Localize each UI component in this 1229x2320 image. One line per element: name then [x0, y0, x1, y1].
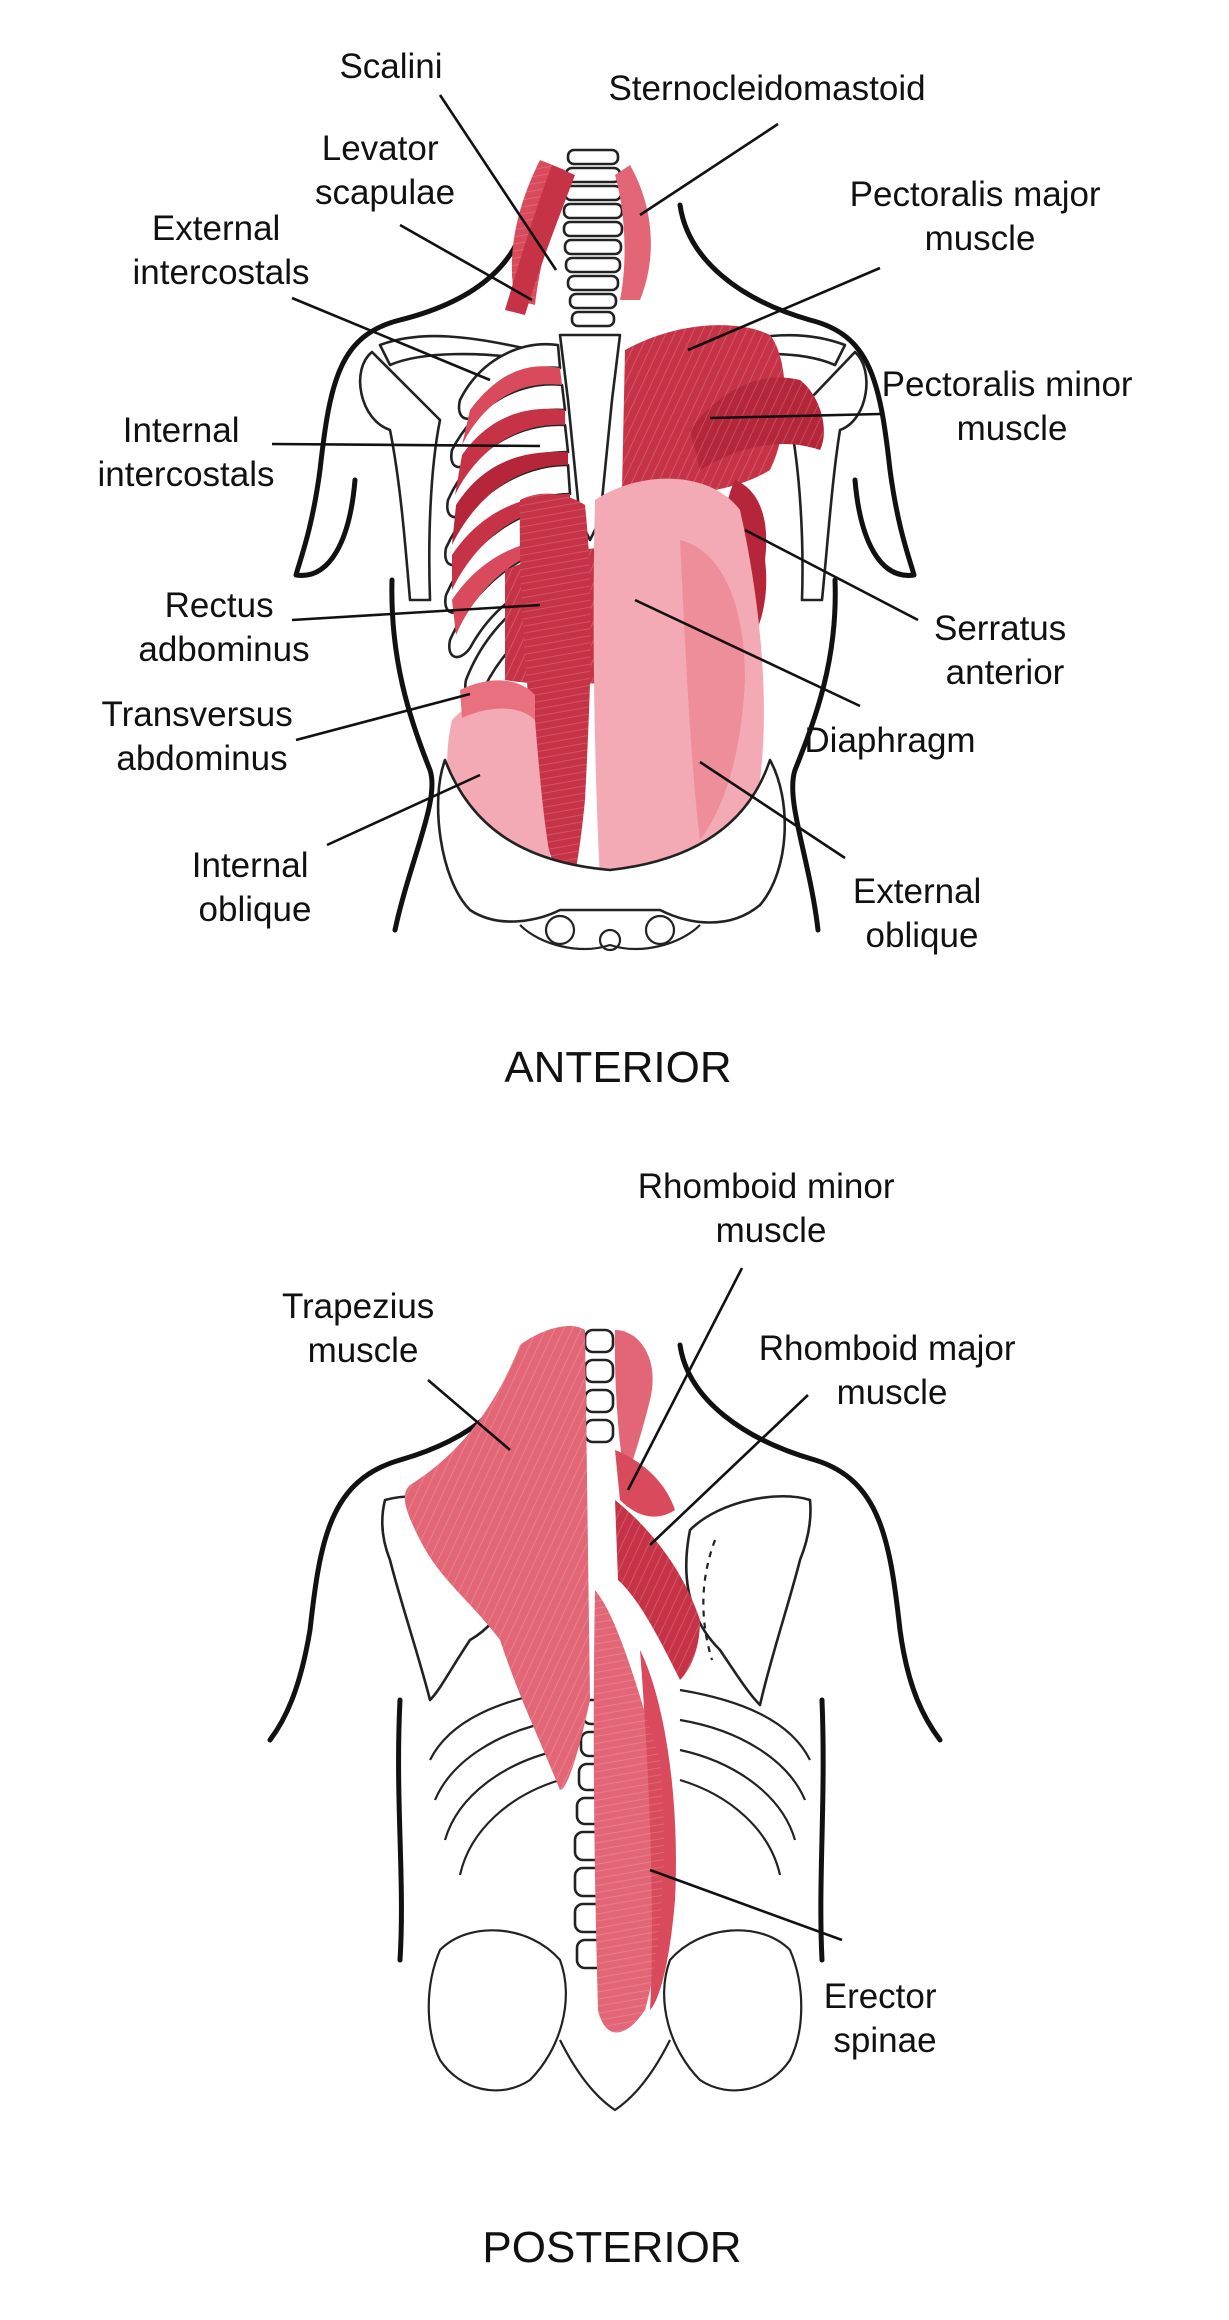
- anterior-body-outline: [293, 202, 531, 578]
- posterior-leaders: [427, 1267, 843, 1942]
- label-erector-spinae: Erector spinae: [824, 1977, 947, 2060]
- levator-scapulae-muscle: [505, 165, 575, 315]
- anterior-figure: [293, 148, 917, 952]
- label-pectoralis-major: Pectoralis major muscle: [850, 175, 1111, 258]
- label-rectus-abdominus: Rectus adbominus: [138, 586, 309, 669]
- label-rhomboid-major: Rhomboid major muscle: [759, 1329, 1026, 1412]
- label-pectoralis-minor: Pectoralis minor muscle: [882, 365, 1143, 448]
- pelvis-posterior: [427, 1929, 567, 2092]
- label-scalini: Scalini: [339, 47, 442, 86]
- label-external-intercostals: External intercostals: [132, 209, 309, 292]
- cervical-vertebrae: [562, 148, 624, 328]
- label-transversus-abdominus: Transversus abdominus: [102, 695, 303, 778]
- posterior-title: POSTERIOR: [482, 2223, 741, 2272]
- label-serratus-anterior: Serratus anterior: [934, 609, 1076, 692]
- scapula-right: [684, 1494, 812, 1707]
- sternocleidomastoid-muscle: [615, 165, 651, 300]
- internal-intercostals-muscle: [452, 451, 568, 545]
- external-intercostals-muscle: [462, 366, 562, 445]
- label-trapezius: Trapezius muscle: [282, 1287, 444, 1370]
- label-sternocleidomastoid: Sternocleidomastoid: [608, 69, 925, 108]
- label-rhomboid-minor: Rhomboid minor muscle: [638, 1167, 905, 1250]
- transversus-abdominus-muscle: [460, 680, 535, 720]
- label-diaphragm: Diaphragm: [804, 721, 975, 760]
- rhomboid-minor-muscle: [615, 1450, 675, 1517]
- posterior-labels: Rhomboid minor muscle Trapezius muscle R…: [282, 1167, 1026, 2272]
- pelvis-anterior: [436, 758, 787, 924]
- label-internal-intercostals: Internal intercostals: [97, 411, 274, 494]
- label-internal-oblique: Internal oblique: [192, 846, 318, 929]
- label-external-oblique: External oblique: [853, 872, 991, 955]
- anterior-title: ANTERIOR: [504, 1043, 731, 1092]
- posterior-figure: [267, 1325, 943, 2112]
- humerus-left: [358, 350, 442, 602]
- anterior-leaders: [271, 94, 919, 860]
- label-levator-scapulae: Levator scapulae: [315, 129, 455, 212]
- anterior-labels: Scalini Sternocleidomastoid Levator scap…: [97, 47, 1143, 1092]
